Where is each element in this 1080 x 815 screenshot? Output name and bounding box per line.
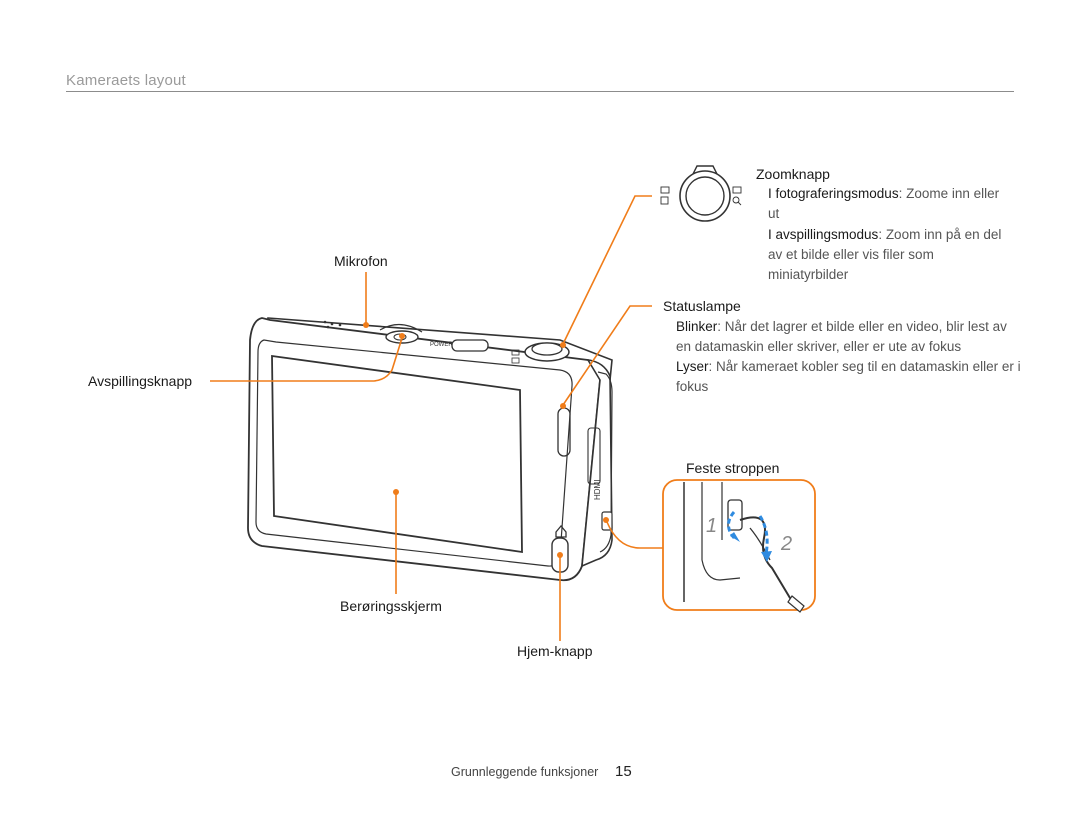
status-blink-desc: Blinker: Når det lagrer et bilde eller e… <box>676 317 1016 357</box>
microphone-label: Mikrofon <box>334 253 388 269</box>
status-steady-text: : Når kameraet kobler seg til en datamas… <box>676 359 1021 394</box>
callout-lines <box>210 195 663 641</box>
zoom-playback-text: : Zoom inn på en del av et bilde eller v… <box>768 227 1002 282</box>
hdmi-marking: HDMI <box>593 480 602 500</box>
thumbnail-icon <box>660 196 669 205</box>
shutter-button[interactable] <box>531 342 563 356</box>
status-steady-term: Lyser <box>676 359 709 374</box>
strap-step-1: 1 <box>706 515 718 537</box>
zoom-shooting-term: I fotograferingsmodus <box>768 186 899 201</box>
power-marking: POWER <box>430 342 453 348</box>
zoom-shooting-desc: I fotograferingsmodus: Zoome inn eller u… <box>768 184 1013 224</box>
strap-step-2: 2 <box>781 533 793 555</box>
arrow-step-2 <box>758 515 769 555</box>
home-button-label: Hjem-knapp <box>517 643 593 659</box>
section-title: Kameraets layout <box>66 72 186 89</box>
playback-button-label: Avspillingsknapp <box>88 373 193 389</box>
touchscreen-label: Berøringsskjerm <box>340 598 442 614</box>
tele-icon <box>732 186 742 194</box>
home-icon <box>555 524 567 538</box>
status-steady-desc: Lyser: Når kameraet kobler seg til en da… <box>676 357 1021 397</box>
zoom-button-detail <box>660 165 742 222</box>
strap-label: Feste stroppen <box>686 460 780 476</box>
strap-detail <box>662 479 816 613</box>
status-blink-term: Blinker <box>676 319 718 334</box>
zoom-playback-desc: I avspillingsmodus: Zoom inn på en del a… <box>768 225 1013 285</box>
wide-icon <box>660 186 670 194</box>
zoom-playback-term: I avspillingsmodus <box>768 227 879 242</box>
microphone-holes <box>323 320 342 329</box>
touchscreen <box>271 354 523 554</box>
page-number: 15 <box>615 763 632 780</box>
power-button[interactable] <box>451 339 489 352</box>
magnify-icon <box>732 196 740 204</box>
zoom-shooting-text: : Zoome inn eller ut <box>768 186 1000 221</box>
footer-section-name: Grunnleggende funksjoner <box>451 765 599 779</box>
zoom-button-label: Zoomknapp <box>756 166 830 182</box>
status-lamp-label: Statuslampe <box>663 298 741 314</box>
title-divider <box>66 91 1014 92</box>
callout-dots <box>363 322 609 558</box>
status-blink-text: : Når det lagrer et bilde eller en video… <box>676 319 1007 354</box>
